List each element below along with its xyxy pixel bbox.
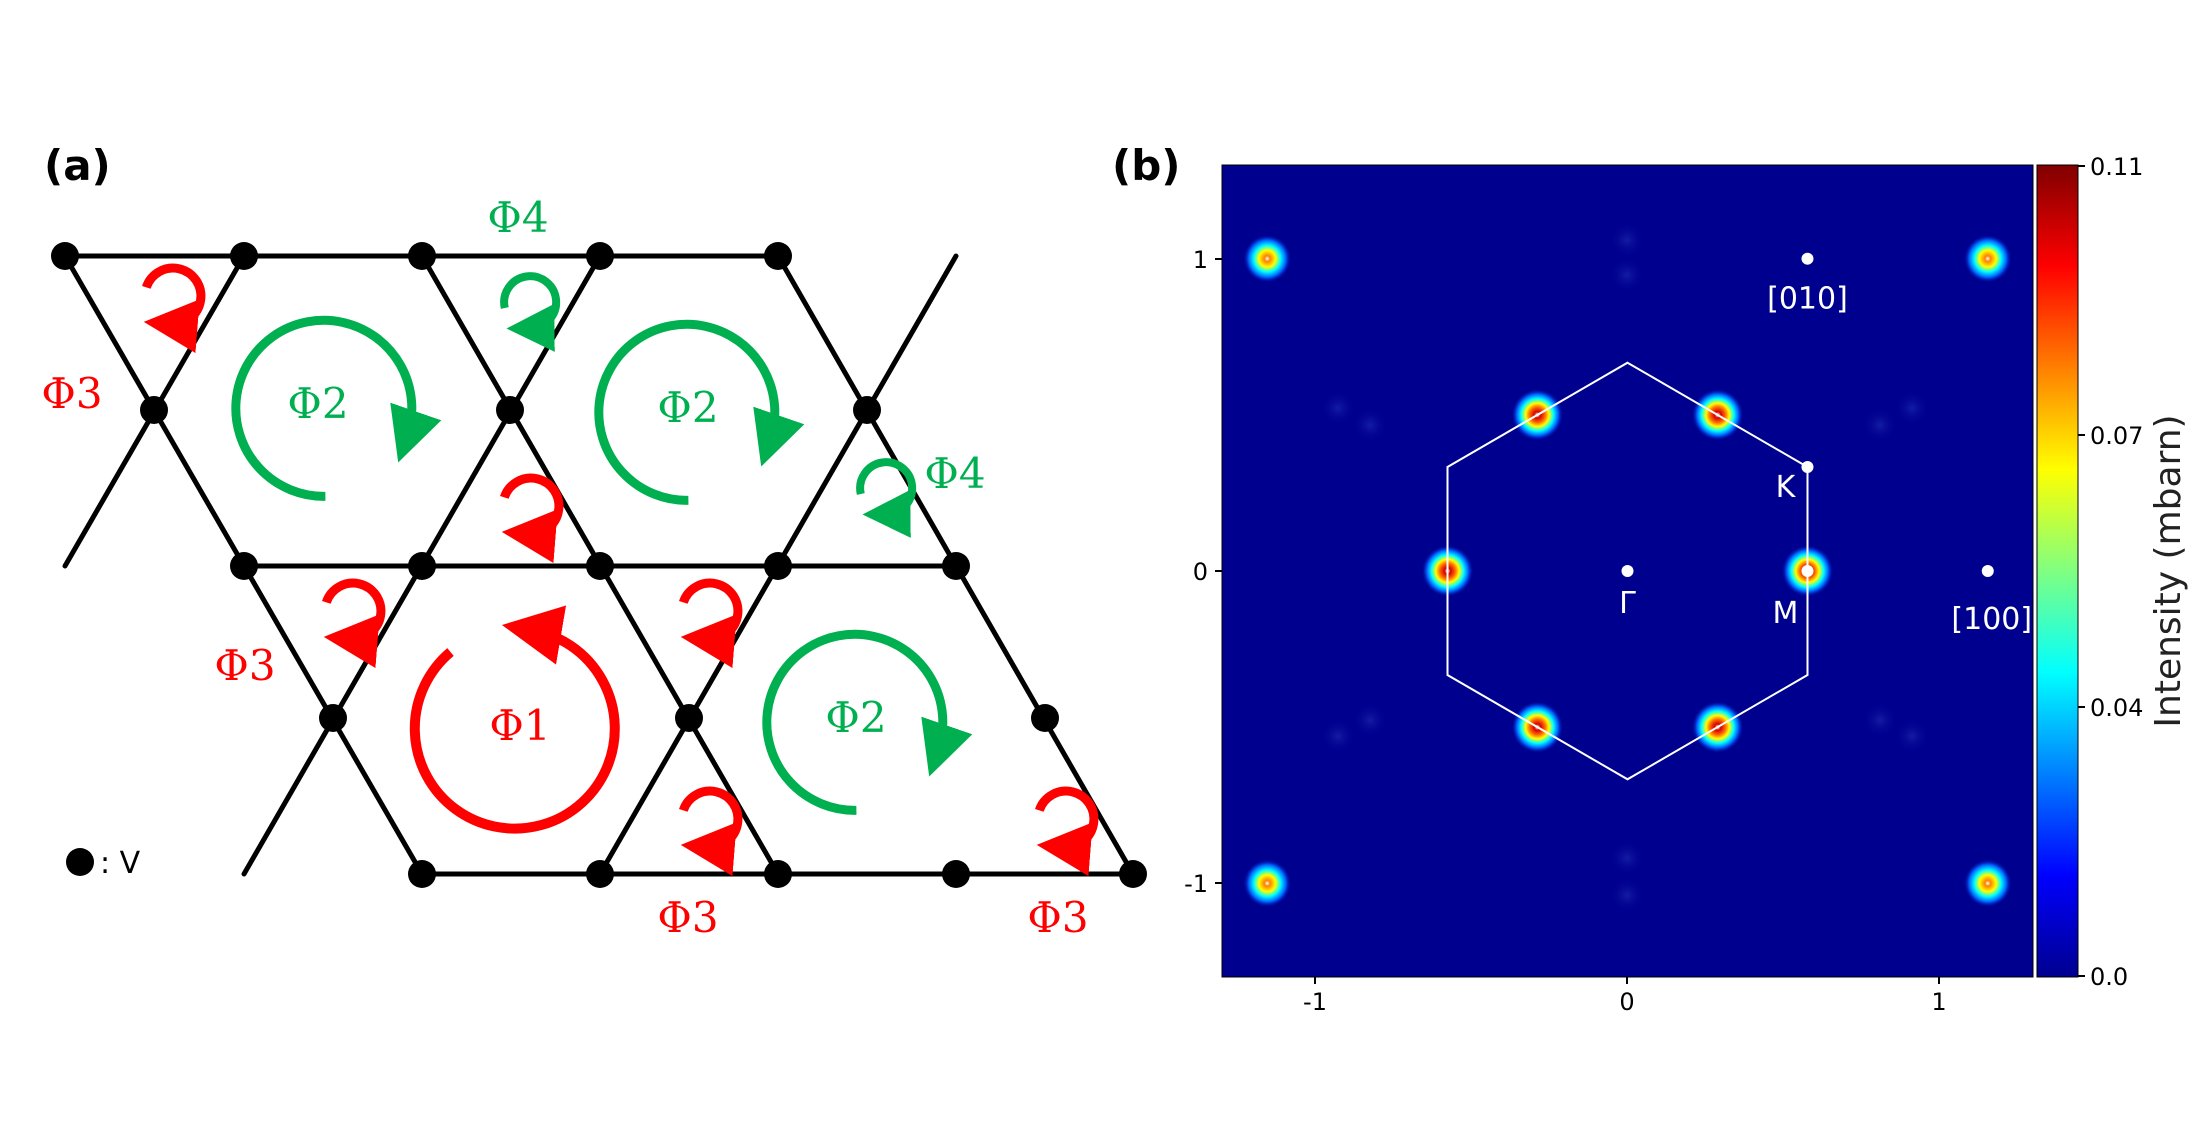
y-tick-label: -1 [1184,870,1208,898]
point-label-gamma: Γ [1619,586,1636,621]
v-atom [1031,704,1059,732]
phi4-label: Φ4 [924,449,985,498]
phi3-label: Φ3 [657,893,718,942]
y-tick-label: 1 [1193,246,1208,274]
loop-arrow-phi3 [142,263,206,353]
panel-b-label: (b) [1112,141,1180,190]
v-atom [586,860,614,888]
loop-arrow-phi3 [500,473,564,563]
v-atom [764,552,792,580]
v-atom [408,242,436,270]
y-axis: 1 0 -1 [1184,246,1222,898]
loop-arrow-phi2 [762,629,973,815]
intensity-map: Γ M K [100] [010] [1221,164,2034,978]
faint-spot [1609,222,1645,258]
v-atom [51,242,79,270]
faint-spot [1894,390,1930,426]
phi4-label: Φ4 [487,193,548,242]
legend: : V [66,846,141,881]
loop-arrow-phi3 [679,578,743,668]
x-tick-label: 1 [1931,988,1946,1016]
v-atom [586,552,614,580]
loop-arrow-phi4 [856,458,917,538]
faint-spot [1894,718,1930,754]
point-label-b100: [100] [1951,602,2032,637]
v-atom [942,860,970,888]
point-marker-b100 [1981,565,1994,577]
faint-spot [1609,257,1645,293]
loop-arrow-phi2 [231,315,442,501]
bragg-peak [1243,234,1292,283]
phi3-label: Φ3 [41,369,102,418]
point-marker-gamma [1621,565,1634,577]
loop-arrow-phi2 [594,319,805,505]
colorbar-label: Intensity (mbarn) [2148,414,2189,727]
loop-arrow-phi4 [500,272,561,352]
bragg-peak [1243,859,1292,908]
legend-atom-marker [66,848,94,876]
colorbar-tick-label: 0.04 [2090,694,2143,722]
loop-arrow-phi1 [409,605,620,834]
phi3-label: Φ3 [214,641,275,690]
v-atom [853,396,881,424]
v-atom [140,396,168,424]
phi2-label: Φ2 [657,383,718,432]
v-atom [496,396,524,424]
v-atom [1119,860,1147,888]
colorbar-tick-label: 0.07 [2090,422,2143,450]
faint-spot [1862,702,1898,738]
v-atom [942,552,970,580]
bragg-peak [1963,234,2012,283]
faint-spot [1320,390,1356,426]
point-label-k: K [1776,470,1797,505]
v-atom [764,860,792,888]
bragg-peak [1963,859,2012,908]
point-marker-b010 [1801,252,1814,265]
colorbar-tick-label: 0.11 [2090,153,2143,181]
v-atom [675,704,703,732]
panel-a-label: (a) [44,141,111,190]
faint-spot [1609,840,1645,876]
loop-arrow-phi3 [322,578,386,668]
loop-arrow-phi3 [679,786,743,876]
v-atom [408,552,436,580]
flux-loops [142,263,1099,876]
y-tick-label: 0 [1193,558,1208,586]
vanadium-atoms [51,242,1147,888]
x-tick-label: 0 [1619,988,1634,1016]
v-atom [586,242,614,270]
v-atom [230,242,258,270]
colorbar: 0.11 0.07 0.04 0.0 Intensity (mbarn) [2036,153,2189,991]
phi3-label: Φ3 [1027,893,1088,942]
point-label-b010: [010] [1767,282,1848,317]
colorbar-gradient [2036,164,2079,978]
marker-layer: Γ M K [100] [010] [1619,252,2032,637]
phi2-label: Φ2 [825,693,886,742]
faint-spot [1320,718,1356,754]
colorbar-tick-label: 0.0 [2090,963,2128,991]
legend-text: : V [100,846,141,881]
point-marker-k [1801,461,1814,474]
faint-spot [1862,407,1898,443]
phi2-label: Φ2 [287,379,348,428]
v-atom [230,552,258,580]
point-marker-m [1801,565,1814,577]
v-atom [408,860,436,888]
faint-spot [1609,877,1645,913]
faint-spot [1352,407,1388,443]
loop-arrow-phi3 [1035,786,1099,876]
v-atom [764,242,792,270]
point-label-m: M [1773,596,1799,631]
faint-spot [1352,702,1388,738]
v-atom [319,704,347,732]
phi1-label: Φ1 [489,701,550,750]
x-tick-label: -1 [1303,988,1327,1016]
x-axis: -1 0 1 [1303,977,1947,1016]
